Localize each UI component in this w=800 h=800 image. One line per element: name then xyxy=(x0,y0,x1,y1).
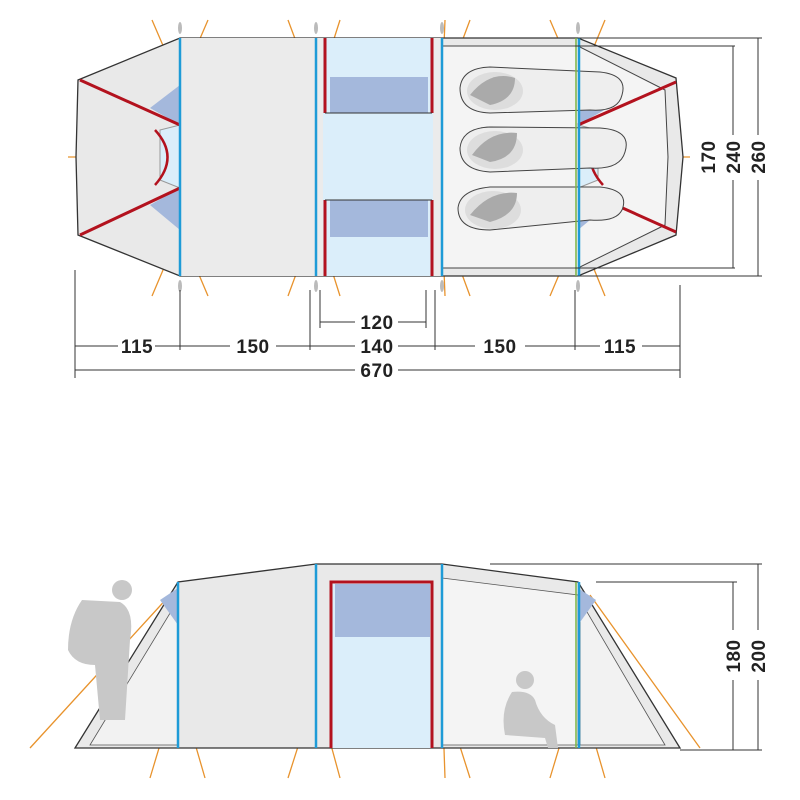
dim-middle-depth: 240 xyxy=(724,140,745,173)
sleeping-bag xyxy=(459,126,627,173)
window-bottom xyxy=(330,200,428,237)
arch-poles-side xyxy=(176,564,581,748)
side-vent-right xyxy=(578,588,596,625)
vent-left xyxy=(154,124,181,189)
pegs-top xyxy=(178,22,580,292)
standing-person-silhouette xyxy=(68,580,132,720)
dim-door: 120 xyxy=(360,313,393,334)
sleeping-bag xyxy=(459,66,624,114)
arch-poles-top xyxy=(178,38,581,276)
top-view: 115 150 120 140 150 115 670 170 240 260 xyxy=(68,19,770,382)
dimension-lines-top xyxy=(74,37,762,378)
dim-bedroom: 150 xyxy=(483,337,516,358)
window-top xyxy=(330,77,428,113)
dim-middle-section: 140 xyxy=(360,337,393,358)
side-vent-left xyxy=(160,588,178,625)
rear-vestibule-panel xyxy=(579,598,666,746)
cross-poles xyxy=(79,78,677,237)
dim-left-vestibule: 115 xyxy=(121,337,153,358)
dim-inner-depth: 170 xyxy=(699,140,720,173)
door-frame-poles xyxy=(323,38,434,276)
dim-vestibule-height: 180 xyxy=(724,639,745,672)
front-section xyxy=(180,38,316,276)
side-view: 180 200 xyxy=(29,563,770,779)
sleeping-bags xyxy=(457,66,627,231)
dim-front-section: 150 xyxy=(236,337,269,358)
dim-right-vestibule: 115 xyxy=(604,337,636,358)
side-door-frame xyxy=(329,580,434,748)
sleeping-bag xyxy=(457,186,625,231)
dim-max-height: 200 xyxy=(749,639,770,672)
dim-total-length: 670 xyxy=(360,361,393,382)
sitting-person-silhouette xyxy=(503,671,558,748)
dimension-lines-side xyxy=(490,563,762,751)
door-mesh xyxy=(323,38,433,276)
dim-total-width: 260 xyxy=(749,140,770,173)
side-door-window xyxy=(335,584,430,637)
